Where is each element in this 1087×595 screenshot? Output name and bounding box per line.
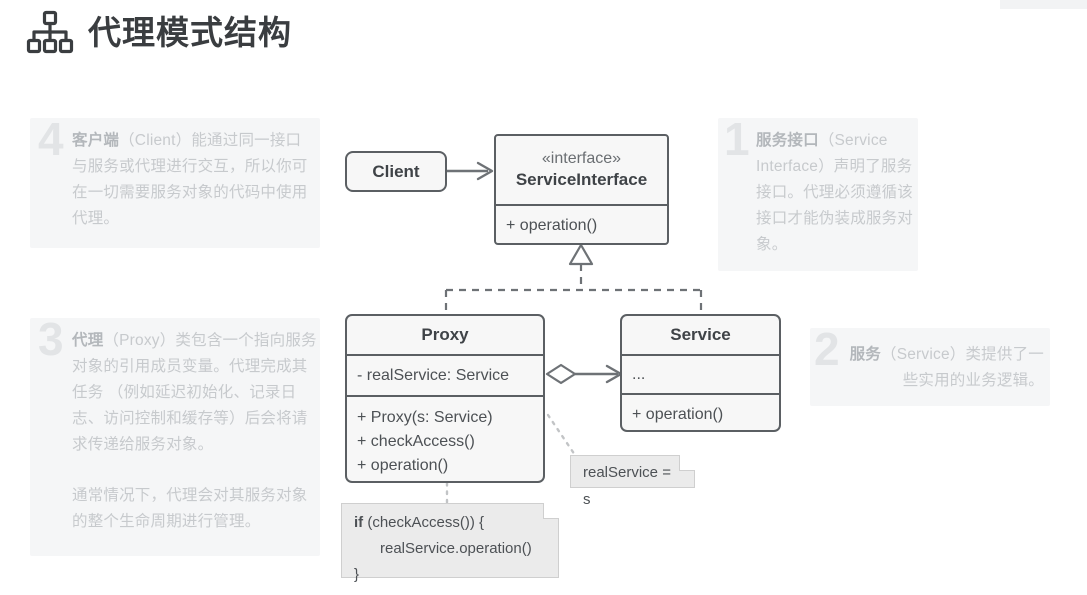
annotation-4-background (30, 118, 320, 248)
connector-realization (444, 243, 703, 316)
service-interface-header: «interface» ServiceInterface (496, 136, 667, 204)
note-fold-corner-icon (679, 455, 695, 471)
note-code-line-3: } (354, 566, 360, 583)
service-attributes: ... (622, 354, 779, 393)
annotation-3-text: 代理（Proxy）类包含一个指向服务对象的引用成员变量。代理完成其任务 （例如延… (72, 328, 320, 535)
annotation-3-body2: 通常情况下，代理会对其服务对象的整个生命周期进行管理。 (72, 487, 308, 530)
uml-class-proxy[interactable]: Proxy - realService: Service + Proxy(s: … (345, 314, 545, 483)
service-operation-0: + operation() (632, 405, 724, 423)
annotation-1-text: 服务接口（Service Interface）声明了服务接口。代理必须遵循该接口… (756, 128, 916, 258)
uml-class-service[interactable]: Service ... + operation() (620, 314, 781, 432)
service-title: Service (670, 325, 731, 344)
page-title: 代理模式结构 (88, 13, 292, 51)
annotation-2-number: 2 (814, 323, 840, 375)
note-assignment: realService = s (570, 455, 695, 508)
annotation-block-2: 2 服务（Service）类提供了一些实用的业务逻辑。 (810, 323, 1050, 406)
annotation-3-background (30, 318, 320, 556)
service-interface-title: ServiceInterface (515, 170, 648, 189)
proxy-operations: + Proxy(s: Service) + checkAccess() + op… (347, 395, 543, 481)
proxy-attributes: - realService: Service (347, 354, 543, 395)
annotation-1-background (718, 118, 918, 271)
proxy-title: Proxy (421, 325, 469, 344)
service-attribute-0: ... (632, 365, 646, 383)
uml-class-service-interface[interactable]: «interface» ServiceInterface + operation… (494, 134, 669, 245)
annotation-block-3: 3 代理（Proxy）类包含一个指向服务对象的引用成员变量。代理完成其任务 （例… (30, 313, 320, 556)
annotation-1-number: 1 (724, 113, 750, 165)
annotation-3-lead: 代理 (72, 332, 104, 349)
annotation-2-text: 服务（Service）类提供了一些实用的业务逻辑。 (844, 342, 1044, 394)
connector-aggregation-proxy-service (545, 363, 623, 385)
note-code-line1-rest: (checkAccess()) { (363, 514, 485, 531)
hierarchy-icon (26, 10, 74, 54)
annotation-3-body: （Proxy）类包含一个指向服务对象的引用成员变量。代理完成其任务 （例如延迟初… (72, 332, 317, 453)
annotation-4-text: 客户端（Client）能通过同一接口与服务或代理进行交互，所以你可在一切需要服务… (72, 128, 312, 232)
annotation-block-1: 1 服务接口（Service Interface）声明了服务接口。代理必须遵循该… (718, 113, 918, 271)
uml-class-client[interactable]: Client (345, 151, 447, 192)
note-assignment-text: realService = s (583, 464, 671, 508)
annotation-4-body: （Client）能通过同一接口与服务或代理进行交互，所以你可在一切需要服务对象的… (72, 132, 308, 227)
annotation-2-background (810, 328, 1050, 406)
annotation-1-body: （Service Interface）声明了服务接口。代理必须遵循该接口才能伪装… (756, 132, 914, 253)
annotation-4-lead: 客户端 (72, 132, 120, 149)
service-interface-stereotype: «interface» (541, 150, 622, 167)
service-interface-operations: + operation() (496, 204, 667, 243)
note-code-line-2: realService.operation() (380, 540, 532, 557)
connector-client-to-interface (447, 161, 494, 181)
service-interface-operation-0: + operation() (506, 216, 598, 234)
proxy-attribute-0: - realService: Service (357, 366, 510, 384)
proxy-operation-0: + Proxy(s: Service) (357, 409, 493, 426)
proxy-operation-2: + operation() (357, 457, 449, 474)
leader-line-assignment-note (546, 413, 579, 460)
annotation-4-number: 4 (38, 113, 64, 165)
note-code-keyword: if (354, 514, 364, 531)
annotation-3-number: 3 (38, 313, 64, 365)
service-operations: + operation() (622, 393, 779, 430)
client-title: Client (372, 161, 420, 181)
annotation-2-body: （Service）类提供了一些实用的业务逻辑。 (881, 346, 1044, 389)
annotation-1-lead: 服务接口 (756, 132, 819, 149)
proxy-operation-1: + checkAccess() (357, 433, 475, 450)
page-header: 代理模式结构 (26, 10, 292, 54)
note-code-line-1: if (checkAccess()) { (354, 510, 546, 536)
note-fold-corner-icon (543, 503, 559, 519)
note-code-block: if (checkAccess()) { realService.operati… (341, 503, 559, 583)
top-accent-band (1000, 0, 1087, 9)
annotation-2-lead: 服务 (849, 346, 881, 363)
annotation-block-4: 4 客户端（Client）能通过同一接口与服务或代理进行交互，所以你可在一切需要… (30, 113, 320, 248)
